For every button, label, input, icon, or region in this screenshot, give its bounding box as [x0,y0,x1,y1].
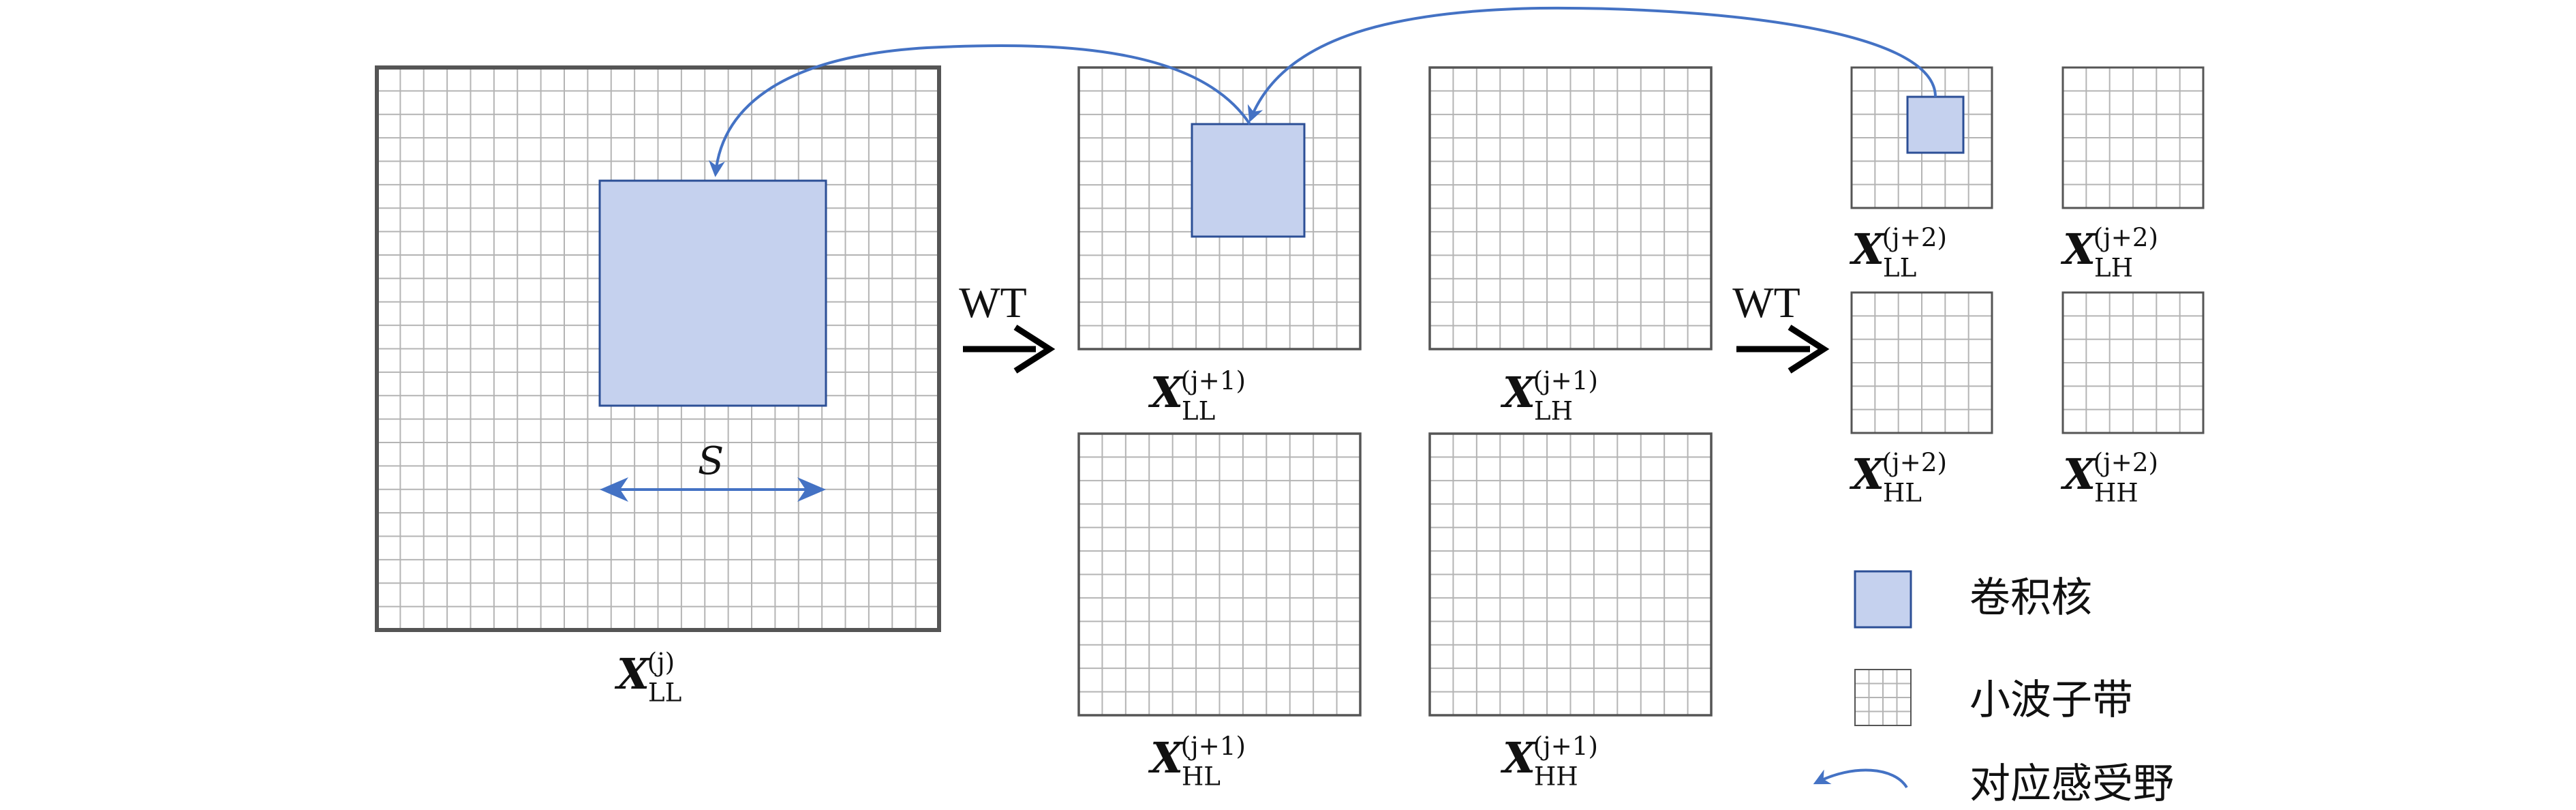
kernel-level2 [1906,95,1965,154]
label-level1-ll-sub: LL [1182,396,1215,426]
label-level2-hl: X(j+2)HL [1849,447,1947,508]
label-level1-hl: X(j+1)HL [1148,731,1246,792]
label-level2-ll-x: X [1849,224,1886,274]
wt-label-1: WT [959,278,1027,327]
wt-arrow-2: WT [1732,278,1830,374]
label-level1-ll: X(j+1)LL [1148,365,1246,426]
label-level1-hh: X(j+1)HH [1500,731,1598,792]
label-level2-hh-sup: (j+2) [2094,447,2158,477]
receptive-field-arrow-1 [708,44,1251,177]
label-level1-lh-x: X [1500,368,1537,417]
label-level2-lh-x: X [2060,224,2098,274]
label-level1-lh: X(j+1)LH [1500,365,1598,426]
subband-level1-hl [1077,432,1362,717]
kernel-level1 [1191,123,1306,238]
label-level2-lh-sup: (j+2) [2094,222,2158,252]
label-level0-ll: X(j)LL [614,647,681,708]
label-level1-hl-sub: HL [1182,762,1221,792]
subband-level1-ll [1077,66,1362,350]
label-level2-hl-sup: (j+2) [1882,447,1947,477]
subband-level2-lh [2061,66,2205,209]
legend-kernel-swatch [1854,570,1912,629]
subband-level2-hh [2061,291,2205,434]
label-level2-hh-sub: HH [2094,478,2138,508]
legend-kernel-label: 卷积核 [1969,574,2092,622]
label-level1-hl-sup: (j+1) [1181,731,1246,761]
kernel-size-label: S [698,439,724,483]
kernel-level0 [598,179,827,407]
receptive-field-arrow-2 [1247,6,1937,123]
legend-grid-cells [1854,669,1912,726]
kernel-size-arrow [600,477,826,502]
label-level2-hl-sub: HL [1883,478,1922,508]
label-level1-lh-sup: (j+1) [1533,365,1598,395]
legend-subband-label: 小波子带 [1969,676,2133,724]
label-level2-lh: X(j+2)LH [2060,222,2158,283]
wt-arrow-1: WT [959,278,1056,374]
label-level2-ll-sup: (j+2) [1882,222,1947,252]
label-level2-ll-sub: LL [1883,253,1916,283]
legend-subband-swatch [1854,669,1912,726]
label-level2-hh-x: X [2060,449,2098,499]
label-level0-ll-x: X [614,649,651,699]
label-level1-ll-sup: (j+1) [1181,365,1246,395]
label-level0-ll-sub: LL [648,678,681,708]
wt-label-2: WT [1732,278,1800,327]
legend-receptive-field-label: 对应感受野 [1969,760,2174,808]
label-level1-hh-x: X [1500,733,1537,783]
legend: 卷积核 小波子带 对应感受野 [1813,570,2174,808]
label-level1-hl-x: X [1148,733,1185,783]
label-level1-lh-sub: LH [1534,396,1573,426]
label-level2-lh-sub: LH [2094,253,2133,283]
legend-receptive-field-arrow [1813,768,1908,789]
label-level2-ll: X(j+2)LL [1849,222,1947,283]
label-level1-hh-sub: HH [1534,762,1578,792]
subband-level2-hl [1850,291,1993,434]
label-level1-hh-sup: (j+1) [1533,731,1598,761]
label-level1-ll-x: X [1148,368,1185,417]
subband-level1-lh [1428,66,1713,350]
subband-level1-hh [1428,432,1713,717]
label-level2-hl-x: X [1849,449,1886,499]
label-level0-ll-sup: (j) [647,647,675,677]
label-level2-hh: X(j+2)HH [2060,447,2158,508]
